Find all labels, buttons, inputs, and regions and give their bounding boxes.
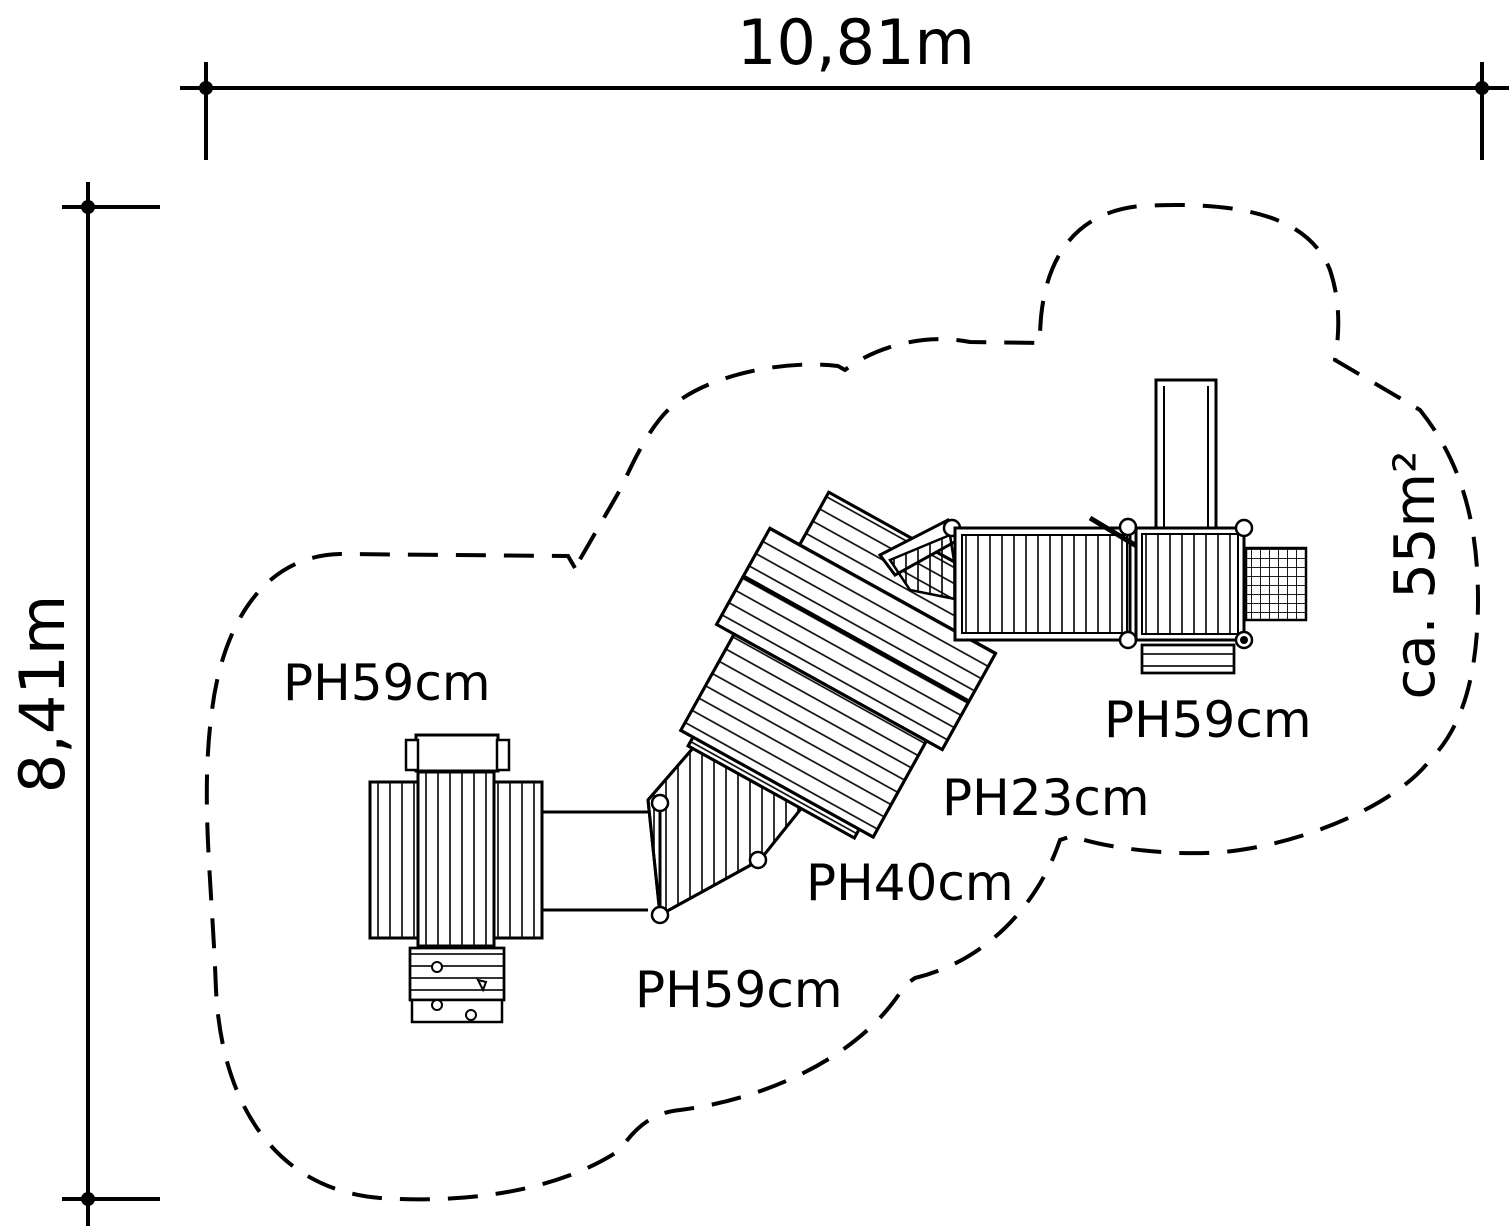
depth-dimension: 8,41m	[6, 182, 160, 1226]
right-tower-height-label: PH59cm	[1104, 691, 1312, 749]
upper-bridge-height-label: PH23cm	[942, 769, 1150, 827]
bridge-height-label: PH40cm	[806, 854, 1014, 912]
upper-stair	[877, 517, 962, 602]
lower-tower-height-label: PH59cm	[635, 961, 843, 1019]
safety-zone-outline	[204, 202, 1481, 1202]
right-tower	[1134, 378, 1308, 675]
left-tower	[368, 733, 544, 1024]
depth-dimension-label: 8,41m	[6, 595, 79, 793]
width-dimension: 10,81m	[180, 6, 1509, 160]
left-tower-height-label: PH59cm	[283, 654, 491, 712]
width-dimension-label: 10,81m	[737, 6, 975, 79]
upper-bridge	[953, 515, 1162, 650]
tunnel-connector	[542, 810, 648, 912]
area-label: ca. 55m²	[1383, 451, 1448, 700]
